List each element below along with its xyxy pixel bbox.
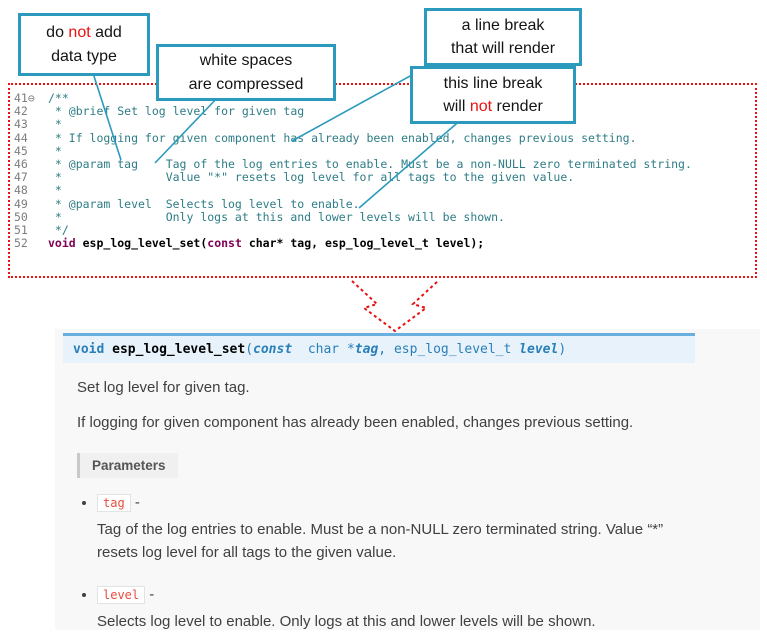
- callout-line: white spaces: [199, 52, 293, 70]
- code-text: * Only logs at this and lower levels wil…: [48, 209, 505, 224]
- code-line-declaration: 52 void esp_log_level_set(const char* tag…: [14, 237, 755, 250]
- param-item: level - Selects log level to enable. Onl…: [97, 586, 760, 634]
- code-line: 43 *: [14, 118, 755, 131]
- line-number: 45: [14, 143, 28, 158]
- code-line: 42 * @brief Set log level for given tag: [14, 105, 755, 118]
- line-number: 50: [14, 209, 28, 224]
- line-number: 42: [14, 104, 28, 119]
- code-line: 45 *: [14, 143, 755, 158]
- code-text: * @brief Set log level for given tag: [48, 104, 305, 119]
- callout-white-spaces-compressed: white spaces are compressed: [156, 44, 336, 101]
- code-text: *: [48, 143, 62, 158]
- callout-line: that will render: [450, 40, 556, 57]
- code-line: 41⊖ /**: [14, 91, 755, 105]
- param-list: tag - Tag of the log entries to enable. …: [79, 494, 760, 634]
- param-desc: Tag of the log entries to enable. Must b…: [97, 521, 664, 561]
- code-text: * @param level Selects log level to enab…: [48, 196, 360, 211]
- line-number: 52: [14, 236, 28, 251]
- callout-line-break-render: a line break that will render: [424, 8, 582, 66]
- line-number: 43: [14, 117, 28, 132]
- code-text: /**: [48, 91, 69, 105]
- param-term: tag -: [97, 494, 760, 512]
- code-line: 48 *: [14, 184, 755, 197]
- parameters-label: Parameters: [77, 453, 178, 478]
- callout-line: do not add: [46, 24, 122, 42]
- function-signature: void esp_log_level_set(const char *tag, …: [63, 333, 695, 363]
- code-text: * Value "*" resets log level for all tag…: [48, 170, 575, 185]
- code-line: 49 * @param level Selects log level to e…: [14, 196, 755, 211]
- line-number: 48: [14, 183, 28, 198]
- callout-line: are compressed: [188, 75, 304, 93]
- param-desc: Selects log level to enable. Only logs a…: [97, 613, 596, 630]
- callout-do-not-add-data-type: do not add data type: [18, 13, 150, 76]
- code-text: *: [48, 117, 62, 132]
- code-text: void esp_log_level_set(const char* tag, …: [48, 236, 485, 251]
- param-name-chip: level: [97, 586, 146, 604]
- callout-line: will not render: [443, 98, 543, 115]
- line-number: 47: [14, 170, 28, 185]
- code-line: 50 * Only logs at this and lower levels …: [14, 209, 755, 224]
- line-number: 41⊖: [14, 91, 35, 105]
- param-term: level -: [97, 586, 760, 604]
- param-item: tag - Tag of the log entries to enable. …: [97, 494, 760, 564]
- line-number: 51: [14, 223, 28, 238]
- code-snippet: 41⊖ /** 42 * @brief Set log level for giv…: [8, 83, 757, 278]
- arrow-code-to-doc: [351, 280, 439, 333]
- param-dash: -: [145, 586, 155, 603]
- code-line: 47 * Value "*" resets log level for all …: [14, 171, 755, 184]
- doc-brief: Set log level for given tag.: [77, 379, 250, 396]
- param-dash: -: [130, 494, 140, 511]
- code-text: * If logging for given component has alr…: [48, 130, 637, 145]
- code-line: 44 * If logging for given component has …: [14, 130, 755, 145]
- callout-line: a line break: [461, 16, 545, 34]
- callout-line: this line break: [443, 74, 543, 92]
- param-name-chip: tag: [97, 494, 131, 512]
- rendered-doc-panel: void esp_log_level_set(const char *tag, …: [55, 329, 760, 630]
- doc-detail: If logging for given component has alrea…: [77, 414, 634, 431]
- callout-line-break-no-render: this line break will not render: [410, 66, 576, 124]
- line-number: 49: [14, 196, 28, 211]
- code-text: */: [48, 223, 69, 238]
- code-line: 51 */: [14, 223, 755, 238]
- line-number: 44: [14, 130, 28, 145]
- callout-line: data type: [51, 47, 117, 65]
- code-text: *: [48, 183, 62, 198]
- line-number: 46: [14, 157, 28, 172]
